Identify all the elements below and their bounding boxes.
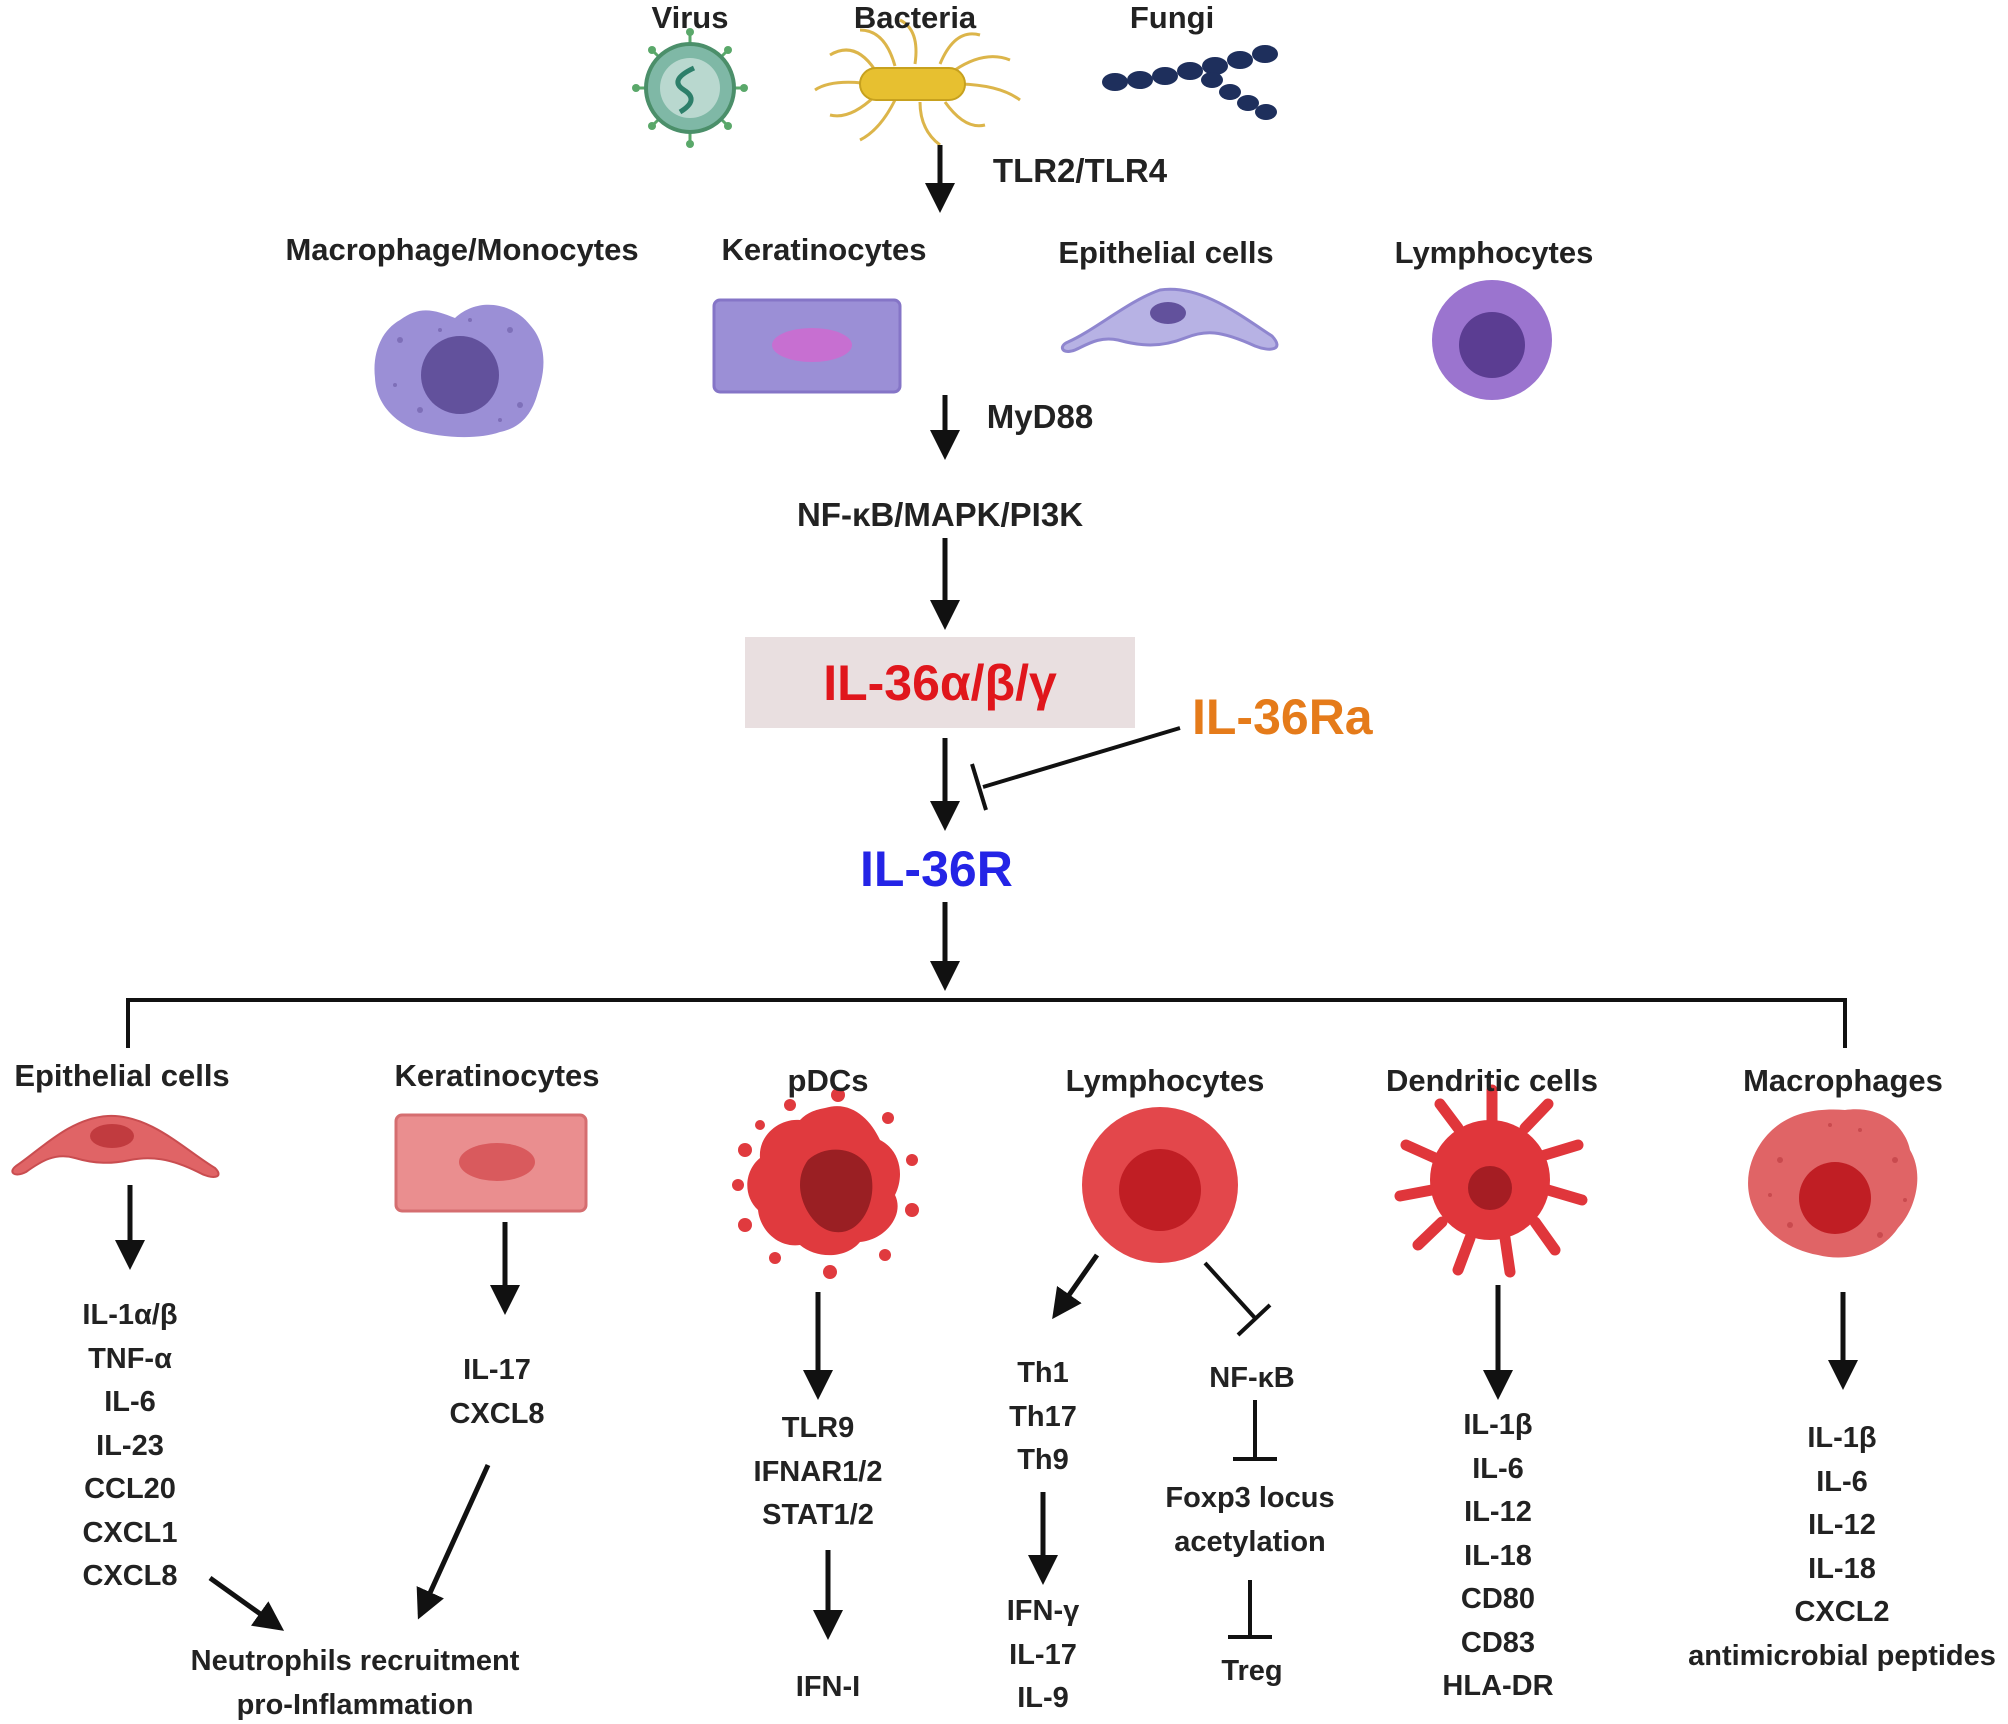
list-item: TNF-α [88, 1342, 172, 1375]
lymphocyte-target-icon [1082, 1107, 1238, 1263]
keratinocyte-products-list: IL-17 CXCL8 [449, 1349, 544, 1436]
virus-icon [632, 28, 748, 148]
list-item: CD80 [1460, 1583, 1536, 1615]
neutrophil-outcome-label: Neutrophils recruitment pro-Inflammation [191, 1640, 520, 1724]
pdc-final-product: IFN-I [796, 1666, 860, 1710]
list-item: IL-18 [1808, 1552, 1876, 1585]
list-item: Treg [1221, 1655, 1283, 1687]
list-item: IL-23 [96, 1429, 164, 1462]
macrophage-monocyte-icon [374, 304, 544, 438]
epithelial-cell-icon [1060, 287, 1279, 353]
target-cell-label-keratinocytes: Keratinocytes [394, 1058, 600, 1093]
list-item: IFN-γ [1006, 1595, 1080, 1627]
keratinocyte-target-icon [394, 1113, 588, 1213]
il36-ligand-label: IL-36α/β/γ [823, 654, 1057, 711]
list-item: antimicrobial peptides [1688, 1639, 1996, 1672]
lymphocyte-icon [1432, 280, 1552, 400]
lymphocyte-cytokines-list: IFN-γ IL-17 IL-9 [1007, 1590, 1080, 1721]
source-cell-label-epithelial: Epithelial cells [1058, 235, 1274, 270]
lymphocyte-subsets-list: Th1 Th17 Th9 [1009, 1352, 1077, 1483]
list-item: IFNAR1/2 [753, 1455, 883, 1488]
target-cell-label-lymphocytes: Lymphocytes [1065, 1063, 1265, 1098]
il36r-label: IL-36R [860, 841, 1013, 897]
list-item: IL-1α/β [82, 1299, 178, 1331]
list-item: CXCL8 [449, 1397, 545, 1430]
target-cell-label-epithelial: Epithelial cells [14, 1058, 230, 1093]
list-item: IL-9 [1017, 1682, 1069, 1714]
list-item: IL-17 [1009, 1638, 1077, 1671]
list-item: Neutrophils recruitment [190, 1645, 520, 1677]
treg-label: Treg [1221, 1650, 1282, 1694]
source-cell-label-macrophage: Macrophage/Monocytes [285, 232, 639, 267]
pathogen-label-bacteria: Bacteria [853, 0, 977, 35]
myd88-label: MyD88 [986, 398, 1094, 435]
source-cell-label-keratinocytes: Keratinocytes [721, 232, 927, 267]
list-item: CD83 [1460, 1626, 1536, 1659]
list-item: IL-17 [463, 1354, 531, 1386]
list-item: CXCL2 [1794, 1596, 1890, 1628]
il36-ligand-box: IL-36α/β/γ [745, 637, 1135, 728]
list-item: IL-1β [1807, 1422, 1877, 1454]
list-item: CXCL8 [82, 1560, 178, 1592]
fungi-icon [1102, 45, 1278, 120]
branch-bracket [126, 998, 1847, 1048]
list-item: CXCL1 [82, 1516, 178, 1549]
list-item: IFN-I [795, 1671, 861, 1703]
arrow-epithelial-neutrophils [208, 1575, 285, 1631]
target-cell-label-pdcs: pDCs [787, 1063, 869, 1098]
inhibition-foxp3-treg [1228, 1580, 1272, 1639]
arrow-keratinocyte-neutrophils [416, 1463, 491, 1620]
keratinocyte-icon [712, 298, 902, 394]
macrophage-products-list: IL-1β IL-6 IL-12 IL-18 CXCL2 antimicrobi… [1688, 1417, 1996, 1678]
inhibition-il36ra [970, 726, 1181, 811]
list-item: CCL20 [84, 1473, 176, 1505]
list-item: IL-6 [1816, 1465, 1868, 1498]
list-item: Th9 [1017, 1444, 1069, 1476]
nfkb-label: NF-κB [1209, 1357, 1294, 1401]
list-item: IL-6 [1472, 1452, 1524, 1485]
list-item: acetylation [1174, 1525, 1326, 1558]
list-item: NF-κB [1209, 1362, 1295, 1394]
inhibition-lymphocyte-nfkb [1203, 1261, 1272, 1337]
source-cell-label-lymphocytes: Lymphocytes [1394, 235, 1594, 270]
inhibition-nfkb-foxp3 [1233, 1400, 1277, 1461]
target-cell-label-macrophages: Macrophages [1743, 1063, 1943, 1098]
list-item: IL-12 [1464, 1496, 1532, 1528]
list-item: Foxp3 locus [1165, 1482, 1335, 1514]
epithelial-products-list: IL-1α/β TNF-α IL-6 IL-23 CCL20 CXCL1 CXC… [82, 1294, 177, 1599]
arrow-lymphocyte-th [1052, 1253, 1100, 1320]
list-item: Th17 [1009, 1400, 1077, 1433]
list-item: HLA-DR [1442, 1670, 1554, 1702]
epithelial-cell-target-icon [11, 1114, 220, 1178]
pdc-icon [732, 1088, 919, 1279]
list-item: TLR9 [781, 1412, 855, 1444]
list-item: IL-18 [1464, 1539, 1532, 1572]
bacteria-icon [814, 18, 1021, 147]
foxp3-label: Foxp3 locus acetylation [1165, 1477, 1334, 1564]
signaling-label: NF-κB/MAPK/PI3K [796, 496, 1084, 533]
list-item: IL-12 [1808, 1509, 1876, 1541]
pathogen-label-fungi: Fungi [1129, 0, 1215, 35]
list-item: IL-1β [1463, 1409, 1533, 1441]
dendritic-products-list: IL-1β IL-6 IL-12 IL-18 CD80 CD83 HLA-DR [1442, 1404, 1553, 1709]
list-item: IL-6 [104, 1386, 156, 1418]
pathogen-label-virus: Virus [651, 0, 729, 35]
list-item: pro-Inflammation [236, 1688, 474, 1721]
dendritic-cell-icon [1394, 1084, 1588, 1278]
macrophage-target-icon [1748, 1109, 1918, 1258]
target-cell-label-dendritic: Dendritic cells [1386, 1063, 1598, 1098]
list-item: Th1 [1017, 1357, 1069, 1389]
list-item: STAT1/2 [762, 1499, 874, 1531]
il36ra-label: IL-36Ra [1192, 689, 1373, 745]
pdc-products-list: TLR9 IFNAR1/2 STAT1/2 [754, 1407, 883, 1538]
tlr-label: TLR2/TLR4 [992, 152, 1168, 189]
